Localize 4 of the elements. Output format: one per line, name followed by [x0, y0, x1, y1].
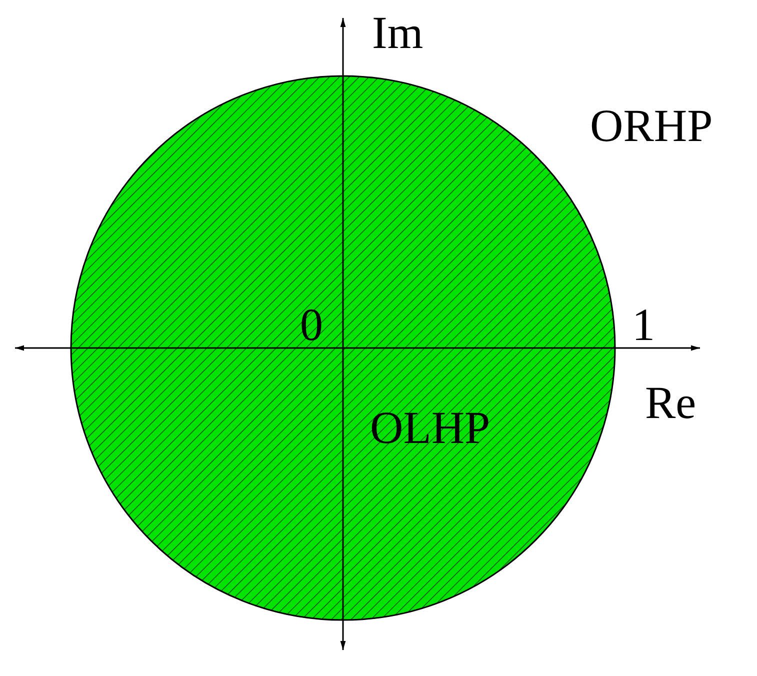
axis-label: Re	[645, 380, 696, 426]
tick-label: 1	[632, 302, 655, 348]
axis-label: Im	[372, 10, 424, 56]
region-label: ORHP	[590, 103, 713, 149]
